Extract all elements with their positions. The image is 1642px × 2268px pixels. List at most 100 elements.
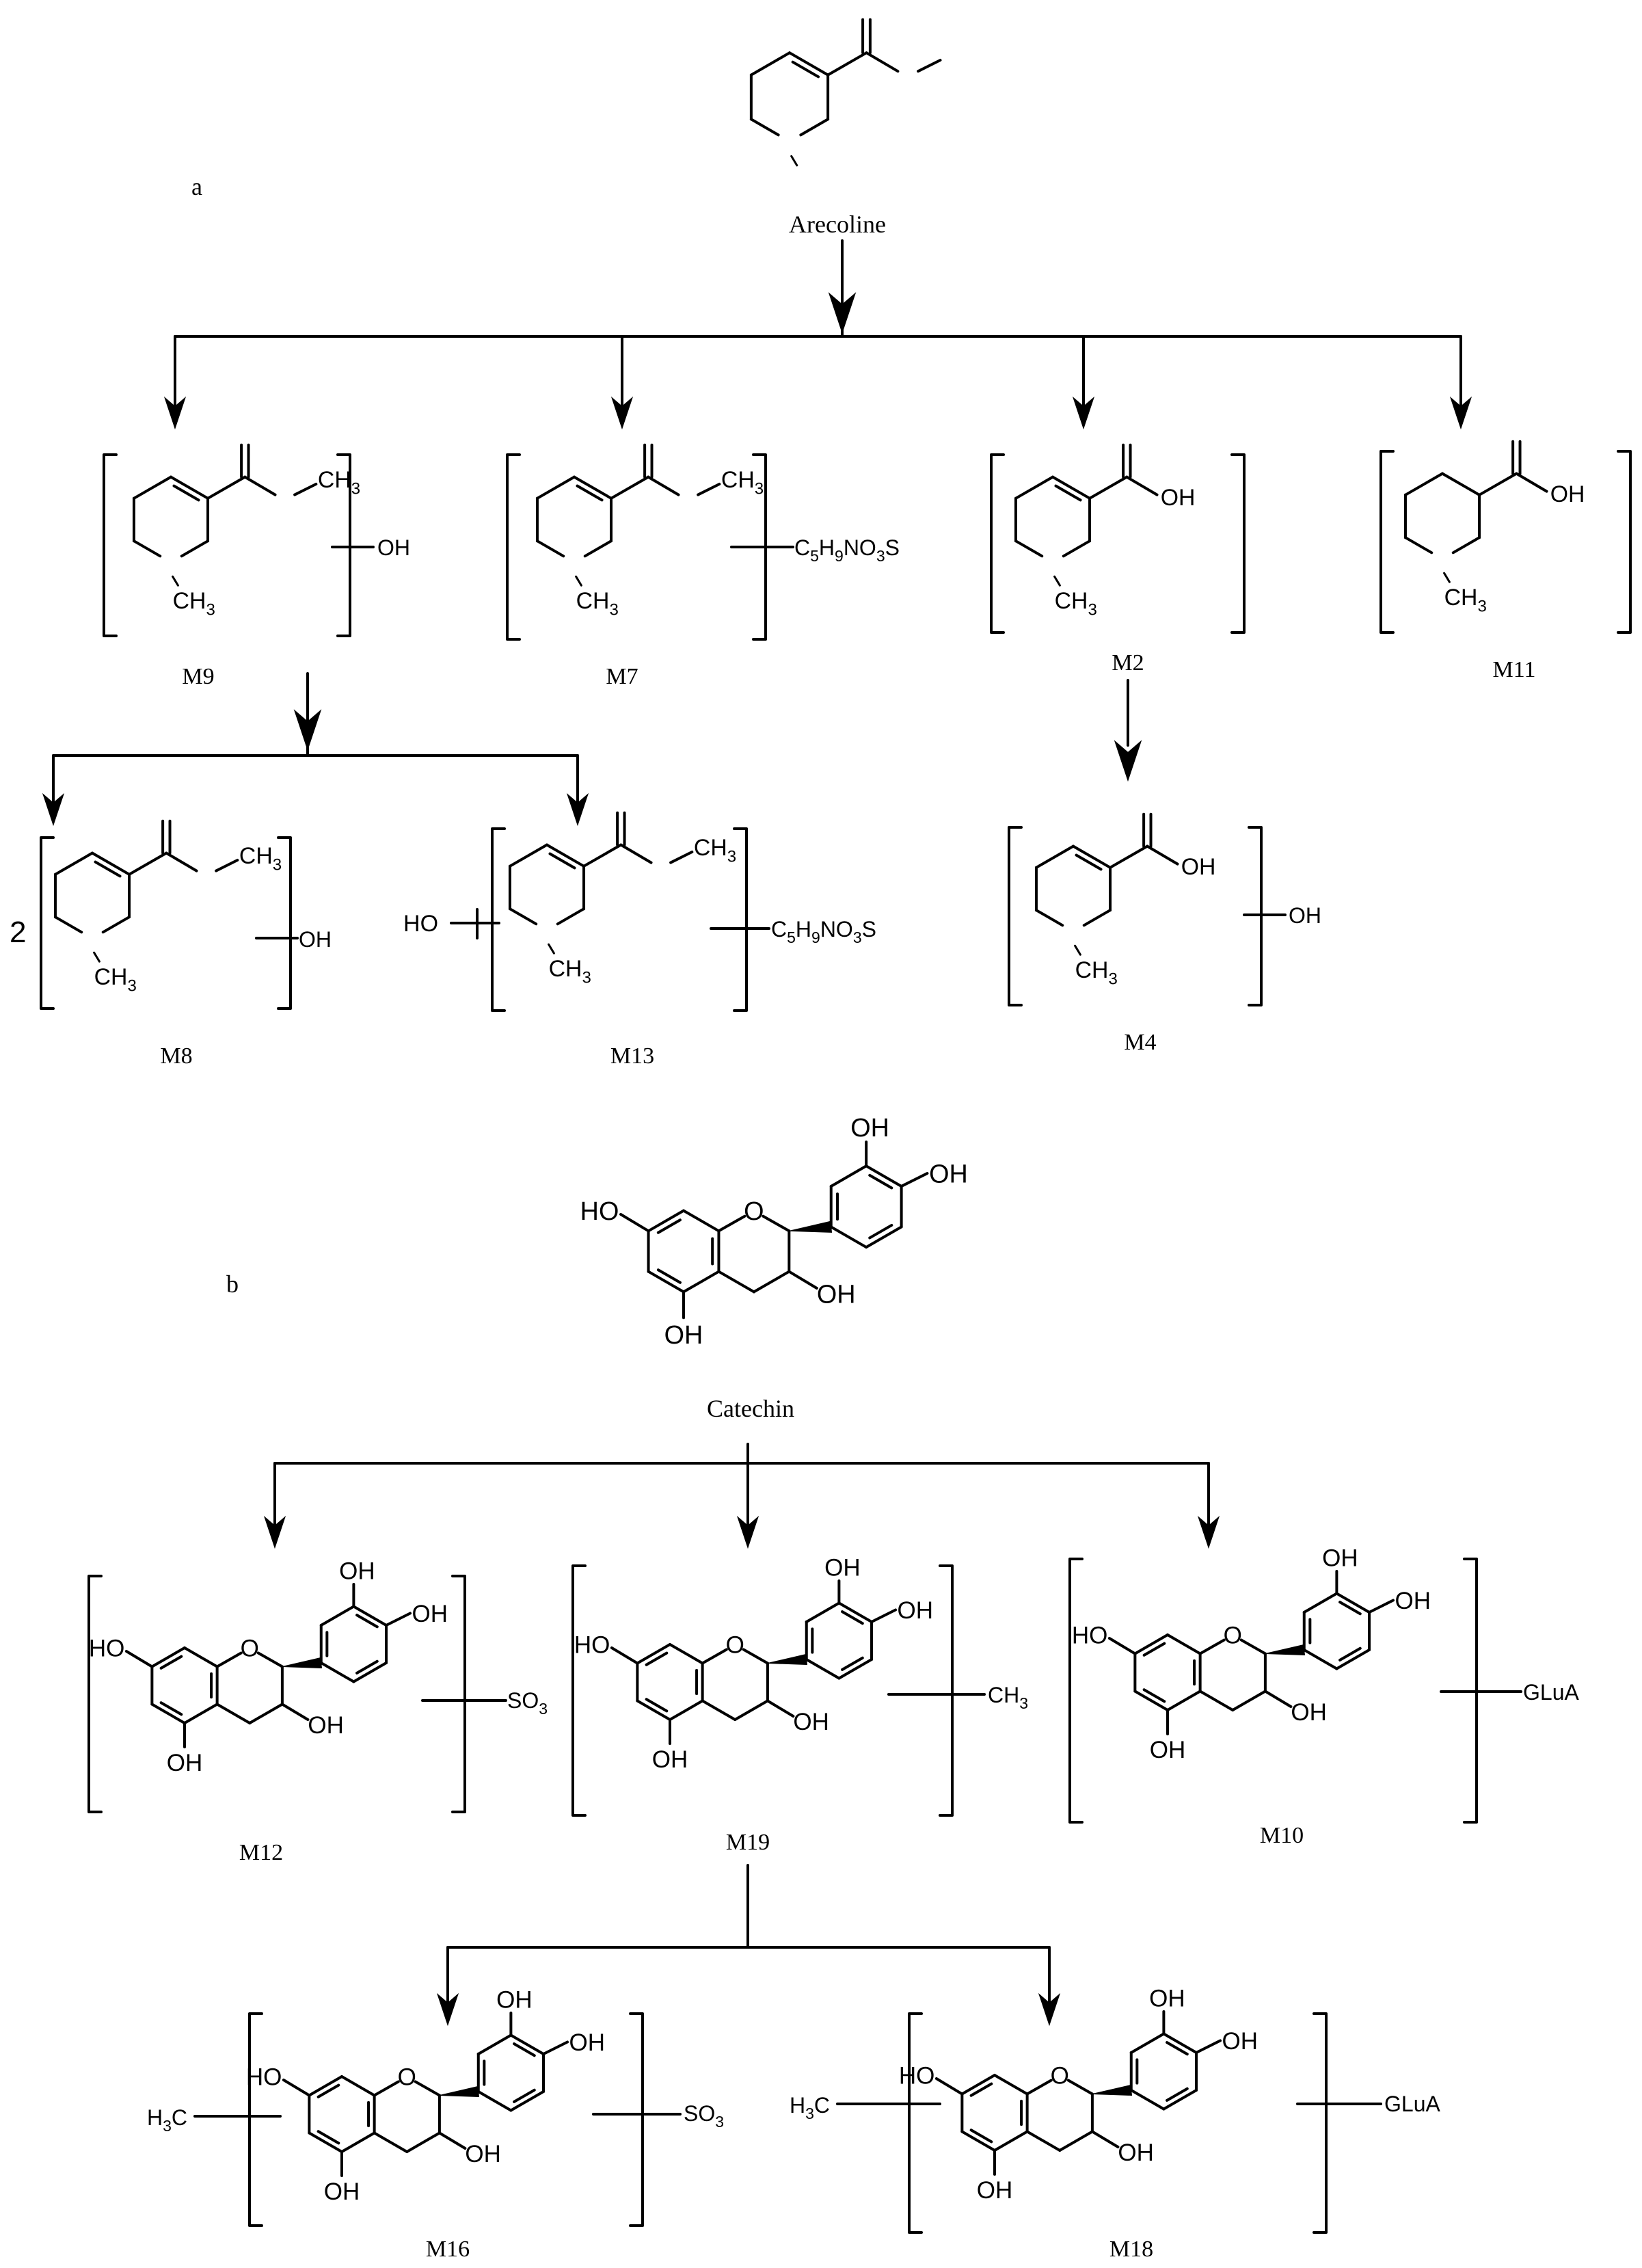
bond-line [535, 475, 576, 500]
ring-oxygen: O [241, 1636, 259, 1662]
arrowhead [610, 396, 634, 430]
bond-line [170, 475, 210, 500]
bond-line [94, 860, 122, 878]
ring-oxygen: O [1224, 1623, 1242, 1649]
bond-line [438, 2131, 467, 2150]
bond-line [1146, 844, 1179, 866]
arrowhead [736, 1515, 759, 1549]
bond-line [317, 2130, 340, 2145]
left-bracket [1379, 450, 1395, 634]
a-ring-oh: OH [1150, 1737, 1186, 1763]
b-ring-oh-3: OH [496, 1987, 533, 2014]
bond-line [293, 483, 318, 496]
ring-oxygen: O [1051, 2063, 1069, 2090]
bond-line [865, 1164, 903, 1188]
a-ring-ho: HO [246, 2064, 282, 2091]
bond-line [1403, 536, 1434, 555]
wedge-bond [282, 1657, 322, 1668]
n-methyl-label: CH3 [549, 956, 591, 987]
left-bracket [40, 836, 55, 1010]
bond-line [669, 851, 694, 864]
bond-line [159, 1655, 183, 1670]
ring-oxygen: O [726, 1632, 744, 1659]
a-ring-ho: HO [89, 1636, 125, 1662]
bond-line [733, 1699, 769, 1721]
m4-adduct: OH [1289, 903, 1321, 928]
m18-name: M18 [1109, 2237, 1153, 2262]
b-ring-oh-4: OH [1395, 1588, 1431, 1614]
bond-line [373, 2131, 409, 2153]
bond-line [656, 1218, 682, 1234]
b-ring-oh-3: OH [1149, 1986, 1185, 2012]
m13-name: M13 [610, 1043, 654, 1069]
bond-line [669, 1643, 704, 1665]
bond-line [575, 575, 582, 587]
n-methyl-label: CH3 [1075, 957, 1118, 988]
bond-line [969, 2129, 993, 2144]
right-bracket [939, 1564, 954, 1817]
bond-line [509, 2090, 546, 2112]
m12-adduct: SO3 [507, 1688, 548, 1718]
bond-line [508, 843, 548, 868]
right-bracket [1617, 450, 1632, 634]
bond-line [508, 907, 538, 926]
a-ring-oh: OH [167, 1750, 203, 1776]
bond-line [548, 943, 555, 955]
bond-line [1302, 1592, 1338, 1614]
arrowhead [1197, 1515, 1220, 1549]
bond-line [805, 1601, 841, 1623]
bond-line [93, 951, 100, 963]
wedge-bond [788, 1220, 833, 1233]
a-ring-ho: HO [574, 1632, 610, 1659]
bond-line [180, 539, 210, 558]
bond-line [1368, 1599, 1395, 1614]
bond-line [355, 1614, 379, 1629]
bond-line [1034, 844, 1075, 869]
bond-line [317, 2083, 340, 2098]
bond-line [583, 539, 613, 558]
m19-branch-arrows [436, 1864, 1061, 2027]
acid-oh-label: OH [1550, 481, 1585, 507]
bond-line [1088, 475, 1129, 500]
bond-line [865, 51, 900, 73]
acid-oh-label: OH [1181, 854, 1216, 880]
bond-line [1062, 539, 1092, 558]
bond-line [352, 1662, 388, 1683]
wedge-bond [767, 1654, 807, 1665]
bond-line [717, 1270, 755, 1294]
bond-line [934, 2077, 964, 2096]
ester-methyl: CH3 [721, 467, 764, 498]
bond-line [319, 1605, 355, 1627]
bond-line [829, 1164, 868, 1188]
bond-line [1335, 1592, 1371, 1614]
bond-line [645, 1698, 669, 1713]
arrowhead [263, 1515, 286, 1549]
wedge-bond [1265, 1644, 1305, 1655]
bond-line [340, 2075, 376, 2097]
left-bracket [990, 453, 1005, 634]
m7-name: M7 [606, 664, 638, 689]
left-tie-ticks [248, 532, 1478, 2129]
bond-line [248, 1703, 284, 1724]
bond-line [749, 118, 780, 137]
bond-line [960, 2130, 996, 2152]
bond-line [1125, 475, 1159, 496]
arrowhead [566, 792, 589, 827]
left-bracket [248, 2012, 263, 2227]
n-methyl-label: CH3 [94, 964, 137, 995]
bond-line [414, 2080, 441, 2097]
bond-line [132, 539, 162, 558]
bond-line [1443, 572, 1451, 583]
a-ring-oh: OH [324, 2178, 360, 2205]
bond-line [373, 2080, 400, 2097]
bond-line [1231, 1690, 1267, 1711]
b-ring-oh-4: OH [898, 1597, 934, 1624]
bond-line [172, 575, 179, 587]
bond-line [1058, 2130, 1094, 2152]
